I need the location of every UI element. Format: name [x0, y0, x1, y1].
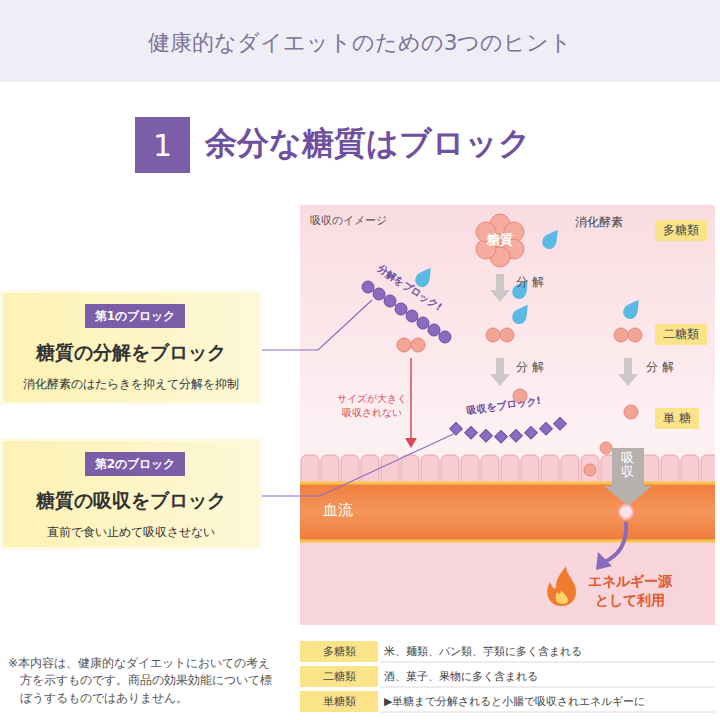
node-text: 多糖類 [663, 222, 699, 239]
illustration-polygon [490, 374, 510, 386]
node-text: 1 [153, 128, 172, 163]
illustration-circle [614, 328, 628, 342]
illustration-rect [624, 358, 632, 374]
node-text: 第1のブロック [95, 308, 175, 325]
number-square: 1 [135, 117, 190, 173]
block-tag: 第2のブロック [85, 452, 185, 476]
illustration-circle [384, 295, 396, 307]
illustration-circle [373, 288, 385, 300]
illustration-rect [510, 429, 523, 442]
illustration-g [397, 328, 642, 476]
illustration-rect [300, 482, 715, 542]
step-label: 分 解 [516, 274, 544, 291]
illustration-circle [584, 464, 596, 476]
illustration-circle [397, 338, 411, 352]
enzyme-label: 消化酵素 [575, 214, 623, 231]
illustration-line [380, 662, 715, 663]
region-label: 血流 [323, 501, 353, 520]
step-label: 分 解 [646, 359, 674, 376]
illustration-circle [439, 331, 451, 343]
illustration-use [539, 226, 563, 252]
illustration-line [300, 540, 715, 543]
illustration-rect [496, 274, 504, 290]
illustration-circle [395, 303, 407, 315]
illustration-rect [495, 430, 508, 443]
illustration-polyline [262, 300, 372, 350]
node-text: 単 糖 [663, 410, 691, 427]
sugar-type-tag: 多糖類 [655, 220, 707, 241]
illustration-circle [600, 442, 612, 454]
page-title: 健康的なダイエットのための3つのヒント [0, 28, 720, 58]
node-text: 糖質の分解をブロック [0, 340, 262, 366]
illustration-rect [525, 426, 538, 439]
note-callout: サイズが大きく 吸収されない [334, 392, 410, 420]
illustration-polygon [618, 374, 638, 386]
illustration-circle [417, 317, 429, 329]
leader-lines [262, 300, 462, 496]
illustration-polygon [490, 290, 510, 302]
table-cell: 米、麺類、パン類、芋類に多く含まれる [384, 641, 714, 662]
section-heading: 余分な糖質はブロック [205, 122, 531, 166]
illustration-path [604, 522, 626, 562]
node-text: 二糖類 [663, 326, 699, 343]
sugar-cluster: 糖質 [470, 212, 530, 268]
illustration-use [509, 301, 533, 327]
absorption-illustration [300, 205, 715, 625]
illustration-rect [300, 205, 715, 625]
node-text: 直前で食い止めて吸収させない [0, 524, 262, 541]
table-cell: 酒、菓子、果物に多く含まれる [384, 666, 714, 687]
illustration-circle [411, 338, 425, 352]
illustration-line [410, 358, 412, 440]
block-box: 糖質の吸収をブロック直前で食い止めて吸収させない 第2のブロック [0, 438, 262, 550]
illustration-polygon [604, 448, 652, 506]
illustration-circle [362, 281, 374, 293]
block-box: 糖質の分解をブロック消化酵素のはたらきを抑えて分解を抑制 第1のブロック [0, 290, 262, 405]
illustration-polygon [405, 438, 417, 448]
table-cell: 二糖類 [300, 666, 378, 687]
illustration-rect [480, 429, 493, 442]
illustration-circle [500, 328, 514, 342]
step-label: 分 解 [516, 359, 544, 376]
illustration-rect [554, 417, 567, 430]
table-cell: ▶単糖まで分解されると小腸で吸収されエネルギーに [384, 691, 714, 712]
table-cell: 多糖類 [300, 641, 378, 662]
illustration-circle [406, 310, 418, 322]
disclaimer-note: ※本内容は、健康的なダイエットにおいての考え方を示すものです。商品の効果効能につ… [8, 655, 280, 707]
node-text: 糖質の吸収をブロック [0, 488, 262, 514]
illustration-circle [628, 328, 642, 342]
result-label: エネルギー源 として利用 [582, 572, 678, 610]
illustration-rect [465, 426, 478, 439]
illustration-polygon [596, 552, 612, 570]
illustration-line [300, 482, 715, 485]
illustration-circle [486, 328, 500, 342]
illustration-circle [624, 405, 638, 419]
panel-caption: 吸収のイメージ [310, 213, 387, 228]
arrow-label: 吸収 [621, 451, 634, 480]
illustration-rect [496, 358, 504, 374]
sugar-type-tag: 二糖類 [655, 324, 707, 345]
table-cell: 単糖類 [300, 691, 378, 712]
illustration-rect [300, 540, 715, 625]
illustration-g [490, 274, 638, 386]
illustration-path [556, 590, 568, 604]
illustration-polyline [262, 430, 462, 496]
illustration-rect [300, 452, 715, 484]
illustration-line [380, 712, 715, 713]
table-rules [380, 662, 715, 712]
node-text: 第2のブロック [95, 456, 175, 473]
node-text: 消化酵素のはたらきを抑えて分解を抑制 [0, 376, 262, 393]
illustration-g [450, 417, 567, 443]
illustration-circle [619, 505, 633, 519]
illustration-rect [540, 422, 553, 435]
illustration-line [380, 687, 715, 688]
illustration-circle [428, 324, 440, 336]
block-tag: 第1のブロック [85, 304, 185, 328]
illustration-use [620, 296, 644, 322]
sugar-type-tag: 単 糖 [655, 408, 699, 429]
title-band [0, 0, 720, 82]
illustration-path [547, 566, 576, 606]
node-text: 糖質 [487, 231, 513, 249]
